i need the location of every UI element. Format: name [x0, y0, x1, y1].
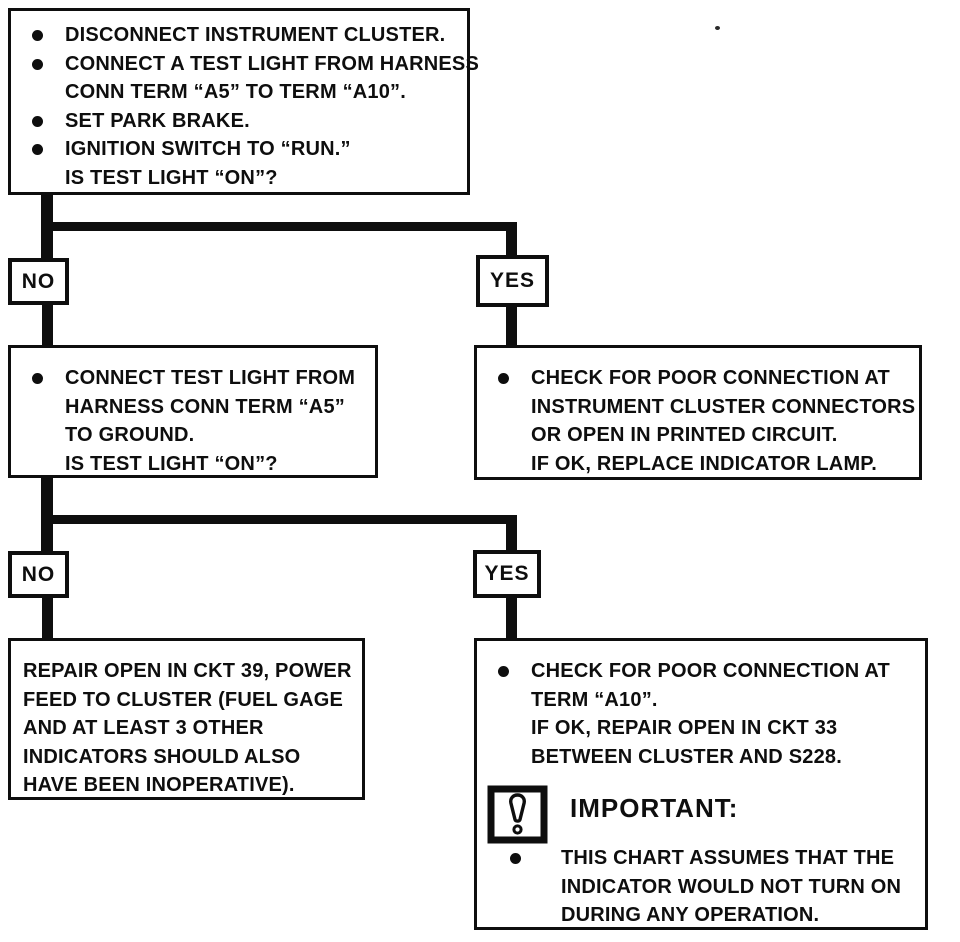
- connector-branch2-yes-drop: [506, 515, 517, 551]
- step-line: AND AT LEAST 3 OTHER: [11, 714, 362, 743]
- connector-branch1-horizontal: [41, 222, 517, 231]
- step-line: CHECK FOR POOR CONNECTION AT: [477, 364, 919, 393]
- step-line: IF OK, REPLACE INDICATOR LAMP.: [477, 450, 919, 479]
- connector-no2-down: [42, 597, 53, 639]
- step-text: IGNITION SWITCH TO “RUN.”: [65, 138, 351, 161]
- step-line: CONN TERM “A5” TO TERM “A10”.: [11, 78, 467, 107]
- step-text: CONNECT TEST LIGHT FROM: [65, 367, 356, 389]
- no-text: NO: [21, 562, 56, 586]
- step-text: IF OK, REPLACE INDICATOR LAMP.: [531, 452, 878, 475]
- bullet-icon: [510, 853, 521, 864]
- step-line: CONNECT TEST LIGHT FROM: [11, 364, 375, 393]
- connector-yes1-down: [506, 306, 517, 346]
- connector-branch2-horizontal: [41, 515, 517, 524]
- important-label: IMPORTANT:: [570, 793, 739, 823]
- step-line: IGNITION SWITCH TO “RUN.”: [11, 135, 467, 164]
- step-line: IS TEST LIGHT “ON”?: [11, 450, 375, 479]
- step-line: IF OK, REPAIR OPEN IN CKT 33: [477, 714, 925, 743]
- important-note-line: INDICATOR WOULD NOT TURN ON: [477, 873, 925, 902]
- important-note-text: THIS CHART ASSUMES THAT THE: [561, 847, 895, 869]
- step-text: AND AT LEAST 3 OTHER: [23, 717, 264, 740]
- step-line: BETWEEN CLUSTER AND S228.: [477, 743, 925, 772]
- step2-yes-box: CHECK FOR POOR CONNECTION AT INSTRUMENT …: [474, 345, 922, 480]
- step-text: OR OPEN IN PRINTED CIRCUIT.: [531, 424, 838, 447]
- important-note-line: DURING ANY OPERATION.: [477, 901, 925, 930]
- decision1-no-label: NO: [8, 258, 69, 305]
- step-line: FEED TO CLUSTER (FUEL GAGE: [11, 686, 362, 715]
- step-text: SET PARK BRAKE.: [65, 109, 250, 132]
- step1-box: DISCONNECT INSTRUMENT CLUSTER. CONNECT A…: [8, 8, 479, 195]
- step-text: CONN TERM “A5” TO TERM “A10”.: [65, 81, 407, 104]
- step-text: CHECK FOR POOR CONNECTION AT: [531, 660, 890, 682]
- step-line: INDICATORS SHOULD ALSO: [11, 743, 362, 772]
- step-text: INDICATORS SHOULD ALSO: [23, 745, 301, 768]
- bullet-icon: [32, 373, 43, 384]
- step-line: SET PARK BRAKE.: [11, 107, 467, 136]
- step-line: INSTRUMENT CLUSTER CONNECTORS: [477, 393, 919, 422]
- important-note-text: DURING ANY OPERATION.: [561, 904, 820, 927]
- step-text: IS TEST LIGHT “ON”?: [65, 166, 278, 189]
- step-line: HARNESS CONN TERM “A5”: [11, 393, 375, 422]
- bullet-icon: [32, 30, 43, 41]
- connector-no1-down: [42, 304, 53, 346]
- step-line: OR OPEN IN PRINTED CIRCUIT.: [477, 421, 919, 450]
- step-line: IS TEST LIGHT “ON”?: [11, 164, 467, 193]
- step-text: CHECK FOR POOR CONNECTION AT: [531, 367, 890, 389]
- bullet-icon: [32, 115, 43, 127]
- step-text: REPAIR OPEN IN CKT 39, POWER: [23, 660, 352, 682]
- step-text: INSTRUMENT CLUSTER CONNECTORS: [531, 395, 916, 418]
- step-text: TO GROUND.: [65, 424, 195, 447]
- important-exclamation-icon: [487, 785, 548, 844]
- decision1-yes-label: YES: [476, 255, 549, 307]
- step-text: CONNECT A TEST LIGHT FROM HARNESS: [65, 52, 480, 75]
- result-yes-box: CHECK FOR POOR CONNECTION AT TERM “A10”.…: [474, 638, 928, 930]
- connector-step2-drop: [41, 477, 53, 551]
- scan-speck: [715, 26, 720, 30]
- decision2-yes-label: YES: [473, 550, 541, 598]
- yes-text: YES: [484, 562, 530, 585]
- bullet-icon: [498, 666, 509, 677]
- no-text: NO: [21, 269, 56, 293]
- decision2-no-label: NO: [8, 551, 69, 598]
- step-text: DISCONNECT INSTRUMENT CLUSTER.: [65, 24, 446, 46]
- bullet-icon: [32, 58, 43, 70]
- yes-text: YES: [489, 269, 536, 292]
- step-line: TERM “A10”.: [477, 686, 925, 715]
- connector-yes2-down: [506, 597, 517, 639]
- connector-branch1-yes-drop: [506, 222, 517, 256]
- step-text: TERM “A10”.: [531, 688, 658, 711]
- step-text: HAVE BEEN INOPERATIVE).: [23, 774, 295, 797]
- bullet-icon: [32, 144, 43, 156]
- step-line: DISCONNECT INSTRUMENT CLUSTER.: [11, 21, 467, 50]
- step-line: CHECK FOR POOR CONNECTION AT: [477, 657, 925, 686]
- bullet-icon: [498, 373, 509, 384]
- step-text: BETWEEN CLUSTER AND S228.: [531, 745, 842, 768]
- important-header: IMPORTANT:: [487, 785, 738, 844]
- important-note-line: THIS CHART ASSUMES THAT THE: [477, 844, 925, 873]
- step-line: REPAIR OPEN IN CKT 39, POWER: [11, 657, 362, 686]
- step-text: FEED TO CLUSTER (FUEL GAGE: [23, 688, 344, 711]
- step-line: HAVE BEEN INOPERATIVE).: [11, 771, 362, 800]
- step2-no-box: CONNECT TEST LIGHT FROM HARNESS CONN TER…: [8, 345, 378, 478]
- step-text: HARNESS CONN TERM “A5”: [65, 395, 345, 418]
- step-line: CONNECT A TEST LIGHT FROM HARNESS: [11, 50, 479, 79]
- step-text: IS TEST LIGHT “ON”?: [65, 452, 278, 475]
- important-note-text: INDICATOR WOULD NOT TURN ON: [561, 875, 902, 898]
- result-no-box: REPAIR OPEN IN CKT 39, POWER FEED TO CLU…: [8, 638, 365, 800]
- step-line: TO GROUND.: [11, 421, 375, 450]
- step-text: IF OK, REPAIR OPEN IN CKT 33: [531, 717, 838, 740]
